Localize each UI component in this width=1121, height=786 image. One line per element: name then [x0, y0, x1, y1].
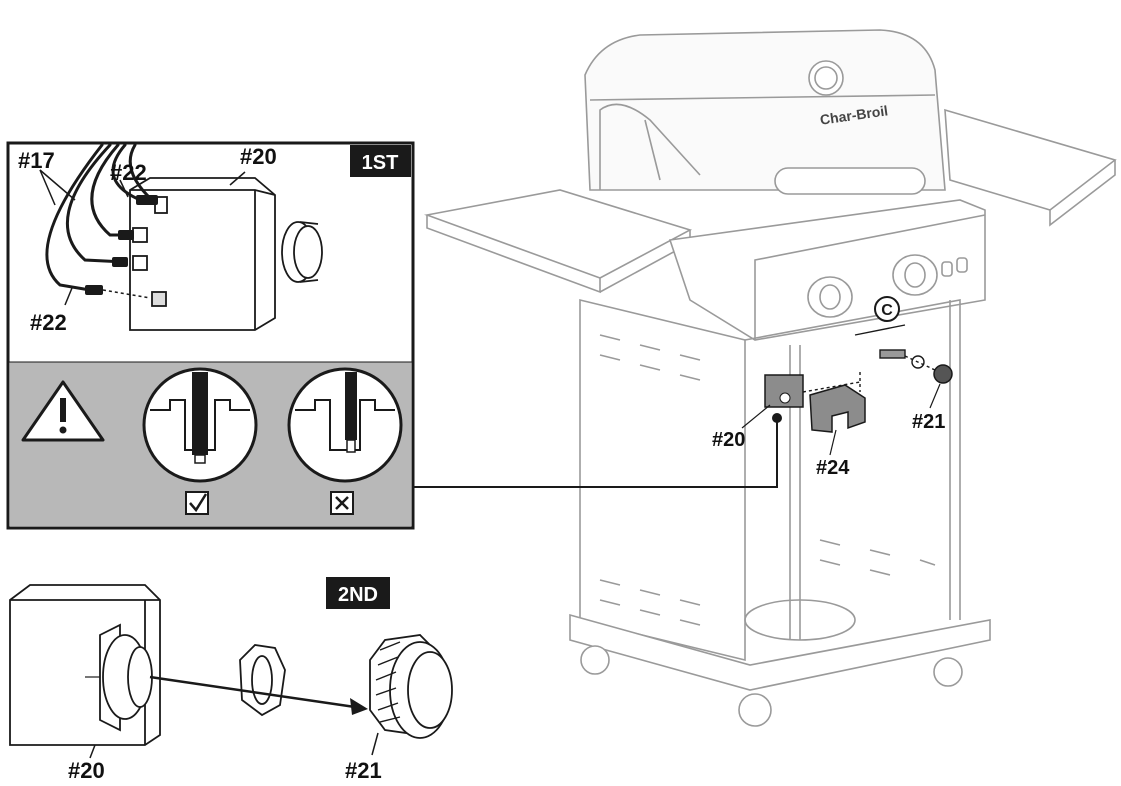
callout-c-circle — [874, 296, 900, 322]
callout-c-letter: C — [881, 302, 893, 319]
grill-label-cover: #24 — [816, 457, 850, 479]
step-tag-1st: 1ST — [362, 152, 399, 174]
grill-label-knob: #21 — [912, 411, 945, 433]
connector-dot — [772, 413, 782, 423]
lower-module-box — [9, 584, 161, 746]
lower-label-knob: #21 — [345, 758, 382, 781]
label-17-pointers — [39, 169, 76, 206]
inset-label-wire-top: #22 — [110, 160, 147, 185]
grill-illustration — [423, 29, 1117, 727]
incorrect-connection-detail — [287, 367, 403, 483]
step-tag-2nd: 2ND — [338, 584, 378, 606]
lower-knob — [369, 634, 453, 739]
inset-label-wire-bottom: #22 — [30, 310, 67, 335]
check-icon — [185, 491, 209, 515]
grill-hardware — [802, 324, 936, 393]
inset-dashed-guide — [102, 289, 151, 299]
inset-label-module: #20 — [240, 144, 277, 169]
inset-module-box — [129, 177, 323, 331]
correct-connection-detail — [142, 367, 258, 483]
grill-cover-24 — [809, 384, 866, 433]
lower-label-module: #20 — [68, 758, 105, 781]
inset-plugs — [85, 195, 158, 295]
step-tag-1st-bg — [350, 145, 411, 177]
assembly-arrow — [149, 675, 368, 715]
inset-cables — [45, 143, 154, 292]
step-tag-2nd-bg — [326, 577, 390, 609]
lower-hex-nut — [239, 644, 286, 717]
grill-knob-21 — [933, 364, 953, 384]
grill-module-20 — [764, 374, 804, 408]
detail-connector — [413, 420, 778, 488]
warning-icon — [21, 380, 105, 442]
grill-label-module: #20 — [712, 429, 745, 451]
inset-label-cables: #17 — [18, 148, 55, 173]
cross-icon — [330, 491, 354, 515]
